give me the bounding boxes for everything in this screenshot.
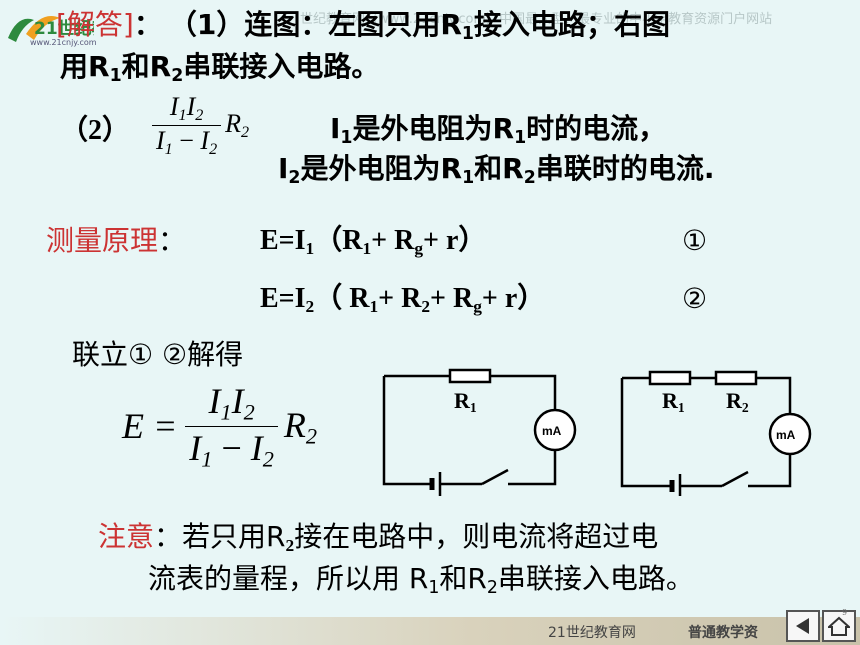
equation-2: E=I2（ R1+ R2+ Rg+ r） [260,283,546,317]
i2-description: I2是外电阻为R1和R2串联时的电流. [278,152,715,189]
right-r1-label: R1 [662,388,685,416]
right-r2-label: R2 [726,388,749,416]
page-number: 9 [842,608,848,617]
resistor-r1 [448,368,492,384]
equation-1-number: ① [682,224,708,257]
home-button[interactable] [822,610,856,642]
right-circuit-diagram [620,370,812,496]
note-line-1: 注意：若只用R2接在电路中，则电流将超过电 [98,520,659,556]
part2-label: （2） [60,115,131,146]
equation-1: E=I1（R1+ Rg+ r） [260,225,487,259]
resistor-r1 [648,370,692,386]
switch-icon [481,468,509,486]
equation-2-number: ② [682,282,708,315]
left-r1-label: R1 [454,388,477,416]
solve-label: 联立① ②解得 [72,338,244,371]
step1-line2: 用R1和R2串联接入电路。 [60,50,380,87]
note-line-2: 流表的量程，所以用 R1和R2串联接入电路。 [148,562,694,599]
principle-label: 测量原理： [46,224,187,257]
home-icon [828,616,850,636]
logo-url: www.21cnjy.com [30,38,97,47]
answer-tag: [解答] [56,8,134,41]
back-arrow-icon [796,618,809,634]
prev-slide-button[interactable] [786,610,820,642]
switch-icon [721,470,749,488]
footer-section: 普通教学资 [688,625,758,641]
right-meter-label: mA [776,428,796,442]
step1-line: [解答]： （1）连图：左图只用R1接入电路；右图 [56,8,671,45]
i1-description: I1是外电阻为R1时的电流， [330,112,667,149]
result-formula: E = I1I2 I1 − I2 R2 [122,381,318,472]
left-circuit-diagram [382,368,577,496]
left-meter-label: mA [542,424,562,438]
resistor-r2 [714,370,758,386]
part2-fraction: I1I2 I1 − I2 R2 [152,92,249,159]
footer-site: 21世纪教育网 [548,625,636,641]
footer-bar [0,617,860,645]
watermark-text: 世纪教育网（www.21cnjy.com）中国最大型、最专业的中小学教育资源门户… [300,12,773,27]
